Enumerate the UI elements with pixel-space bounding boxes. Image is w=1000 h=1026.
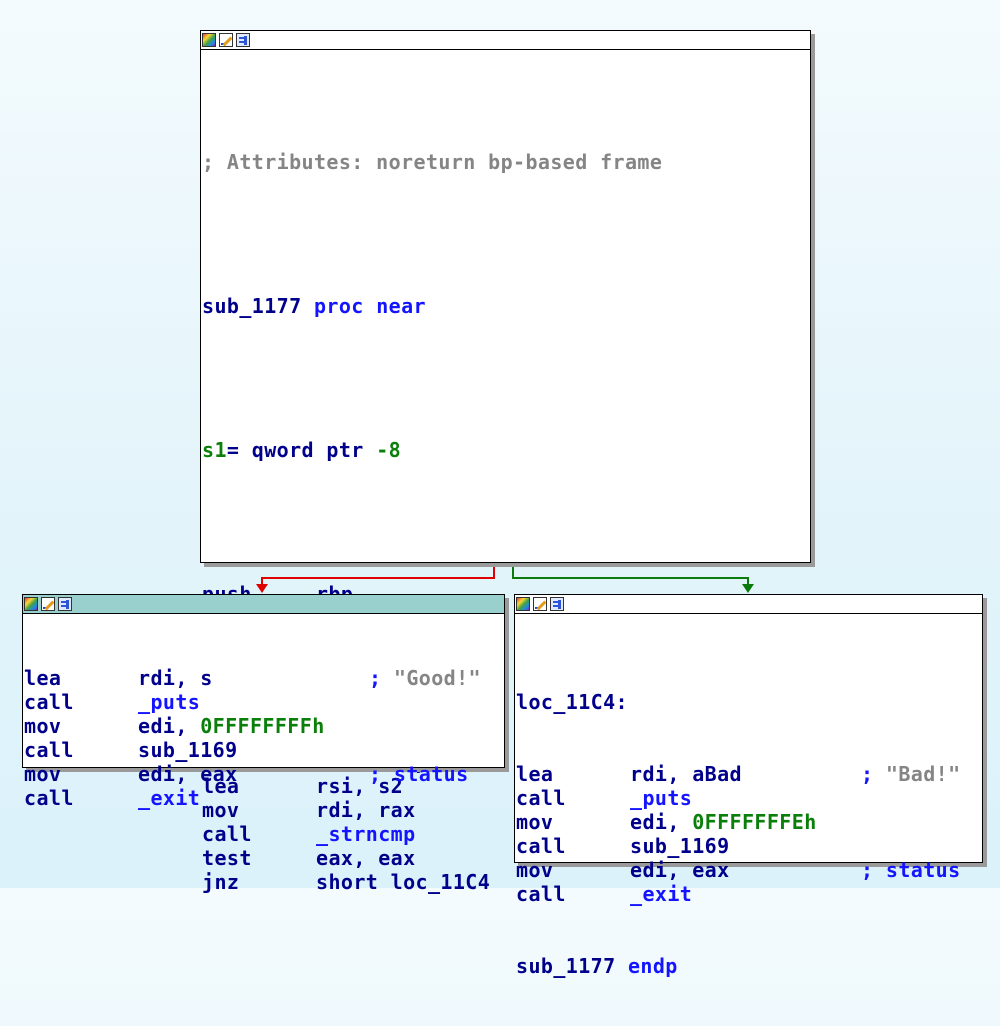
- instruction-line[interactable]: call sub_1169: [515, 834, 982, 858]
- mnemonic: call: [24, 738, 74, 762]
- mnemonic: mov: [202, 798, 240, 822]
- branch-arrow-false: [261, 561, 495, 588]
- mnemonic: call: [24, 786, 74, 810]
- instruction-line[interactable]: mov edi, eax ; status: [515, 858, 982, 882]
- string-comment: "Good!": [393, 666, 481, 690]
- operands: rsi, s2: [316, 774, 404, 798]
- flow-arrows: [256, 561, 754, 593]
- operands: edi, eax: [630, 858, 730, 882]
- operands: _puts: [630, 786, 693, 810]
- edit-icon[interactable]: [41, 597, 55, 611]
- operands: edi, 0FFFFFFFEh: [630, 810, 817, 834]
- instruction-line[interactable]: call _strncmp: [201, 822, 810, 846]
- endp-keyword: endp: [627, 954, 678, 978]
- mnemonic: call: [202, 822, 252, 846]
- operands: edi, eax: [138, 762, 238, 786]
- operands: rdi, aBad: [630, 762, 742, 786]
- comment: ; status: [861, 858, 961, 882]
- operands: sub_1169: [630, 834, 730, 858]
- mnemonic: mov: [516, 858, 554, 882]
- instruction-line[interactable]: call _exit: [23, 786, 504, 810]
- comment: ; "Good!": [369, 666, 481, 690]
- grid-icon[interactable]: [550, 597, 564, 611]
- block-titlebar: [515, 595, 982, 614]
- endp-name: sub_1177: [516, 954, 616, 978]
- mnemonic: test: [202, 846, 252, 870]
- mnemonic: mov: [516, 810, 554, 834]
- var-offset: -8: [376, 438, 402, 462]
- operands: _strncmp: [316, 822, 416, 846]
- operands: _exit: [138, 786, 201, 810]
- instruction-line[interactable]: mov edi, eax ; status: [23, 762, 504, 786]
- mnemonic: mov: [24, 714, 62, 738]
- block-titlebar: [23, 595, 504, 614]
- proc-end[interactable]: sub_1177 endp: [516, 954, 678, 978]
- instruction-line[interactable]: call _puts: [515, 786, 982, 810]
- operands: sub_1169: [138, 738, 238, 762]
- instruction-line[interactable]: test eax, eax: [201, 846, 810, 870]
- mnemonic: call: [24, 690, 74, 714]
- operands: rdi, rax: [316, 798, 416, 822]
- instruction-line[interactable]: lea rdi, aBad ; "Bad!": [515, 762, 982, 786]
- instruction-line[interactable]: lea rdi, s ; "Good!": [23, 666, 504, 690]
- grid-icon[interactable]: [58, 597, 72, 611]
- instruction-line[interactable]: mov edi, 0FFFFFFFFh: [23, 714, 504, 738]
- grid-icon[interactable]: [236, 33, 250, 47]
- operands: edi, 0FFFFFFFFh: [138, 714, 325, 738]
- mnemonic: call: [516, 834, 566, 858]
- proc-name: sub_1177: [202, 294, 302, 318]
- graph-icon[interactable]: [202, 33, 216, 47]
- edit-icon[interactable]: [219, 33, 233, 47]
- block-titlebar: [201, 31, 810, 50]
- main-code-block[interactable]: ; Attributes: noreturn bp-based frame su…: [200, 30, 811, 894]
- comment: ; "Bad!": [861, 762, 961, 786]
- local-var-def[interactable]: s1= qword ptr -8: [202, 438, 401, 462]
- loc-label[interactable]: loc_11C4:: [516, 690, 628, 714]
- operands: rdi, s: [138, 666, 213, 690]
- arrowhead-red: [256, 584, 268, 593]
- proc-keyword: proc near: [313, 294, 426, 318]
- mnemonic: lea: [24, 666, 62, 690]
- arrowhead-green: [742, 584, 754, 593]
- operands: short loc_11C4: [316, 870, 491, 894]
- branch-arrow-true: [512, 561, 749, 588]
- edit-icon[interactable]: [533, 597, 547, 611]
- var-type: = qword ptr: [226, 438, 377, 462]
- operands: _puts: [138, 690, 201, 714]
- operands: eax, eax: [316, 846, 416, 870]
- comment: ; status: [369, 762, 469, 786]
- proc-header[interactable]: sub_1177 proc near: [202, 294, 426, 318]
- graph-icon[interactable]: [516, 597, 530, 611]
- instruction-line[interactable]: call _exit: [515, 882, 982, 906]
- mnemonic: call: [516, 786, 566, 810]
- attributes-comment: ; Attributes: noreturn bp-based frame: [202, 150, 663, 174]
- instruction-line[interactable]: call sub_1169: [23, 738, 504, 762]
- operands: _exit: [630, 882, 693, 906]
- mnemonic: jnz: [202, 870, 240, 894]
- instruction-line[interactable]: call _puts: [23, 690, 504, 714]
- mnemonic: call: [516, 882, 566, 906]
- mnemonic: lea: [202, 774, 240, 798]
- var-name: s1: [202, 438, 227, 462]
- string-comment: "Bad!": [885, 762, 961, 786]
- graph-icon[interactable]: [24, 597, 38, 611]
- mnemonic: mov: [24, 762, 62, 786]
- instruction-line[interactable]: mov edi, 0FFFFFFFEh: [515, 810, 982, 834]
- mnemonic: lea: [516, 762, 554, 786]
